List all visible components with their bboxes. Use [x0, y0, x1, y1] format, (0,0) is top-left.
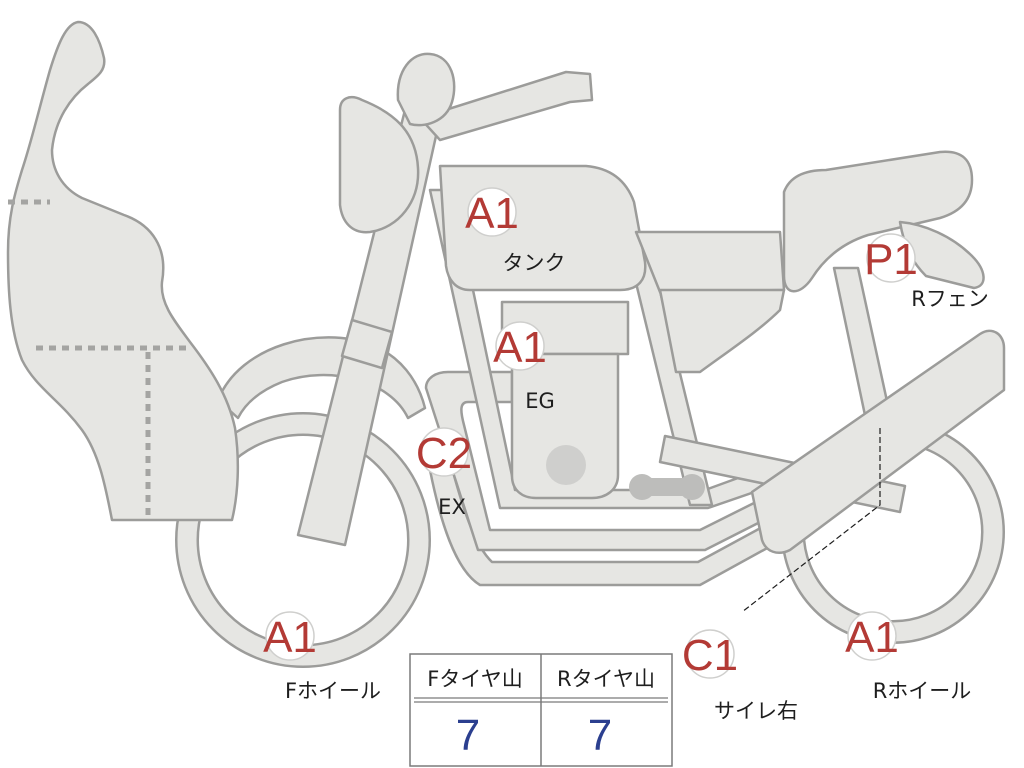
marker-rear-wheel-label: Rホイール	[873, 679, 972, 703]
tire-tread-table: Fタイヤ山 Rタイヤ山 7 7	[409, 653, 673, 767]
marker-engine-grade: A1	[493, 323, 547, 372]
marker-rear-fender-label: Rフェン	[911, 287, 989, 311]
marker-tank-grade: A1	[465, 189, 519, 238]
seat-front	[634, 230, 786, 294]
front-fender	[216, 336, 427, 420]
muffler-leader-line	[741, 428, 881, 613]
marker-tank[interactable]: A1 タンク	[465, 187, 566, 275]
marker-exhaust[interactable]: C2 EX	[416, 427, 472, 519]
rear-seat	[782, 150, 974, 293]
engine-cover	[546, 445, 586, 485]
marker-engine[interactable]: A1 EG	[493, 321, 555, 413]
marker-front-wheel[interactable]: A1 Fホイール	[263, 611, 381, 703]
side-cover	[658, 288, 786, 374]
marker-rear-wheel[interactable]: A1 Rホイール	[845, 611, 972, 703]
rear-shock	[832, 266, 892, 422]
marker-muffler-right[interactable]: C1 サイレ右	[682, 629, 798, 723]
marker-muffler-right-grade: C1	[682, 631, 738, 680]
marker-engine-label: EG	[525, 389, 555, 413]
exhaust-upper-pipe	[424, 370, 770, 552]
rear-tire-value: 7	[588, 711, 612, 760]
marker-tank-label: タンク	[503, 251, 566, 275]
marker-exhaust-grade: C2	[416, 429, 472, 478]
handlebar	[418, 70, 594, 142]
marker-front-wheel-grade: A1	[263, 613, 317, 662]
marker-front-wheel-label: Fホイール	[285, 679, 381, 703]
front-fairing	[6, 20, 240, 522]
marker-rear-wheel-grade: A1	[845, 613, 899, 662]
fork-clamp	[340, 318, 394, 370]
front-tire-value: 7	[456, 711, 480, 760]
marker-rear-fender[interactable]: P1 Rフェン	[864, 233, 989, 311]
front-tire-header: Fタイヤ山	[427, 667, 522, 691]
marker-rear-fender-grade: P1	[864, 235, 918, 284]
engine-block	[510, 352, 620, 500]
foot-peg-end	[629, 474, 655, 500]
foot-peg-end-right	[679, 474, 705, 500]
marker-exhaust-label: EX	[438, 495, 466, 519]
headlight	[338, 96, 420, 234]
mirror	[396, 52, 456, 127]
rear-tire-header: Rタイヤ山	[557, 667, 655, 691]
marker-muffler-right-label: サイレ右	[714, 699, 798, 723]
muffler	[750, 329, 1006, 554]
